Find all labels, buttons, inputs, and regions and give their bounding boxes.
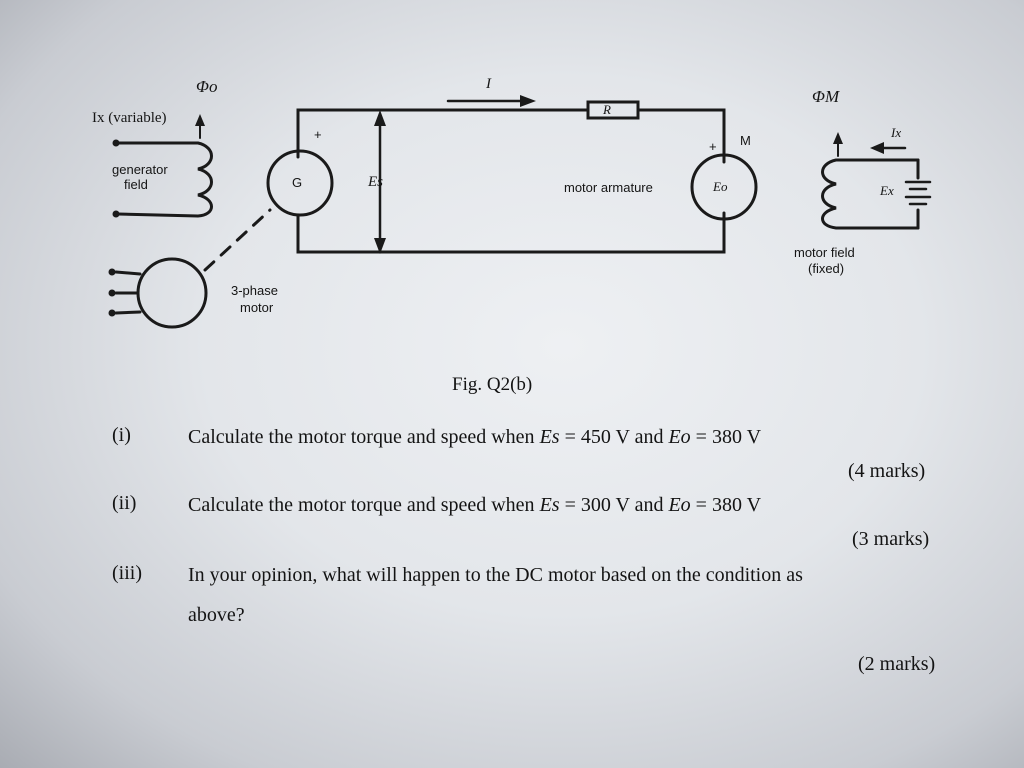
generator-field-label-1: generator: [112, 162, 168, 177]
generator-symbol: G: [292, 175, 303, 190]
motor-m-label: M: [740, 133, 751, 148]
phi-o-label: Φo: [196, 77, 218, 96]
question-number: (ii): [112, 492, 137, 514]
question-text-line1: In your opinion, what will happen to the…: [188, 564, 803, 586]
shaft-link: [203, 208, 272, 272]
battery: [904, 180, 932, 206]
bottom-wire: [296, 211, 726, 254]
ix-variable-label: Ix (variable): [92, 110, 167, 126]
motor-field-label-1: motor field: [794, 245, 855, 260]
ix-right-label: Ix: [891, 125, 902, 140]
question-number: (i): [112, 424, 131, 446]
generator-field-coil: [116, 141, 213, 218]
plus-motor: +: [709, 139, 717, 154]
motor-field-label-2: (fixed): [808, 261, 845, 276]
ex-label: Ex: [880, 183, 894, 198]
phi-m-label: ΦM: [812, 87, 840, 106]
three-phase-label-2: motor: [240, 300, 274, 315]
three-phase-label-1: 3-phase: [231, 283, 278, 298]
question-marks: (3 marks): [852, 528, 930, 550]
current-label: I: [486, 76, 491, 92]
question-marks: (4 marks): [848, 460, 926, 482]
three-phase-motor-circle: [136, 257, 208, 329]
resistor-label: R: [603, 102, 611, 117]
question-text-line2: above?: [188, 604, 245, 626]
figure-caption: Fig. Q2(b): [452, 374, 533, 395]
circuit-diagram: [108, 95, 932, 329]
question-number: (iii): [112, 562, 142, 584]
motor-armature-circle: [690, 153, 758, 221]
generator-circle: [266, 149, 334, 217]
plus-generator: +: [314, 127, 322, 142]
motor-field-coil: [821, 158, 920, 230]
top-wire: [296, 108, 590, 159]
eo-label: Eo: [713, 179, 728, 194]
generator-field-label-2: field: [124, 177, 148, 192]
question-marks: (2 marks): [858, 653, 936, 675]
es-label: Es: [368, 174, 383, 190]
motor-armature-label: motor armature: [564, 180, 653, 195]
question-text: Calculate the motor torque and speed whe…: [188, 494, 762, 516]
resistor: [586, 100, 640, 120]
top-wire-right: [636, 108, 726, 164]
question-text: Calculate the motor torque and speed whe…: [188, 426, 762, 448]
